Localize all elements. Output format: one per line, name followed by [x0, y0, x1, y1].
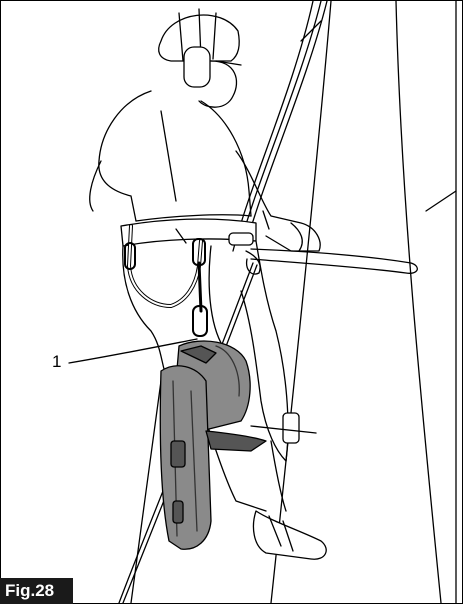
- chainsaw: [160, 341, 266, 549]
- harness-belt: [121, 219, 260, 274]
- figure-label: Fig.28: [0, 578, 73, 604]
- flip-line: [251, 249, 417, 273]
- helmet: [159, 9, 241, 107]
- callout-label: 1: [52, 353, 61, 370]
